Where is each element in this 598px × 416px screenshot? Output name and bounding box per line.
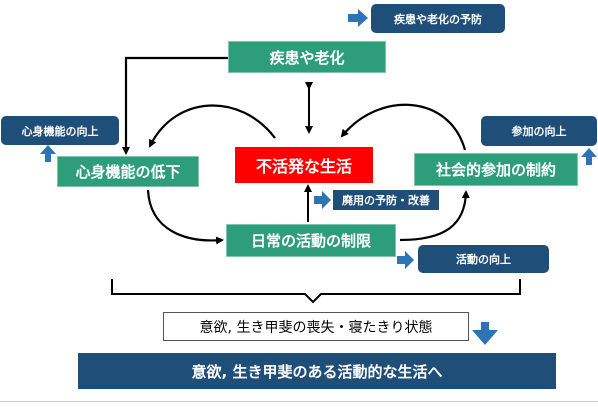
node-motivation-loss-label: 意欲, 生き甲斐の喪失・寝たきり状態: [199, 319, 433, 336]
blue-arrow-up-right: [581, 148, 597, 165]
node-daily-activity-limit-label: 日常の活動の制限: [250, 232, 371, 250]
node-disease-aging-label: 疾患や老化: [269, 48, 345, 67]
node-inactive-life: 不活発な生活: [235, 147, 373, 183]
node-inactive-life-label: 不活発な生活: [255, 157, 352, 176]
arrow-disease-to-decline: [122, 56, 228, 155]
brace: [111, 279, 521, 304]
arrow-activity-to-participation: [399, 190, 470, 242]
node-participation-limit-label: 社会的参加の制約: [435, 161, 556, 179]
blue-arrow-up-left: [40, 145, 56, 162]
node-motivation-loss: 意欲, 生き甲斐の喪失・寝たきり状態: [163, 312, 469, 341]
action-prevent-disuse: 廃用の予防・改善: [333, 190, 439, 210]
node-disease-aging: 疾患や老化: [228, 41, 386, 73]
action-improve-function: 心身機能の向上: [1, 116, 119, 145]
action-improve-activity-label: 活動の向上: [456, 253, 511, 266]
arrow-decline-to-activity: [146, 189, 224, 245]
action-improve-participation-label: 参加の向上: [511, 125, 567, 138]
goal-banner: 意欲, 生き甲斐のある活動的な生活へ: [78, 353, 556, 389]
action-prevent-disease-aging: 疾患や老化の予防: [371, 4, 505, 33]
arrow-inactive-to-decline: [149, 104, 276, 148]
arrow-participation-to-inactive: [340, 103, 467, 151]
action-prevent-disease-aging-label: 疾患や老化の予防: [394, 12, 482, 26]
blue-arrow-right-top: [348, 9, 368, 27]
action-improve-activity: 活動の向上: [418, 245, 549, 273]
action-improve-function-label: 心身機能の向上: [21, 124, 99, 138]
action-improve-participation: 参加の向上: [481, 116, 597, 146]
blue-arrow-right-middle: [314, 191, 331, 209]
blue-arrow-right-lower: [397, 251, 414, 269]
action-prevent-disuse-label: 廃用の予防・改善: [342, 194, 430, 207]
node-function-decline: 心身機能の低下: [57, 156, 199, 187]
node-function-decline-label: 心身機能の低下: [75, 163, 181, 181]
node-daily-activity-limit: 日常の活動の制限: [226, 224, 396, 257]
goal-banner-label: 意欲, 生き甲斐のある活動的な生活へ: [191, 362, 443, 381]
node-participation-limit: 社会的参加の制約: [414, 153, 578, 186]
blue-arrow-down: [472, 322, 498, 345]
divider: [0, 401, 598, 402]
